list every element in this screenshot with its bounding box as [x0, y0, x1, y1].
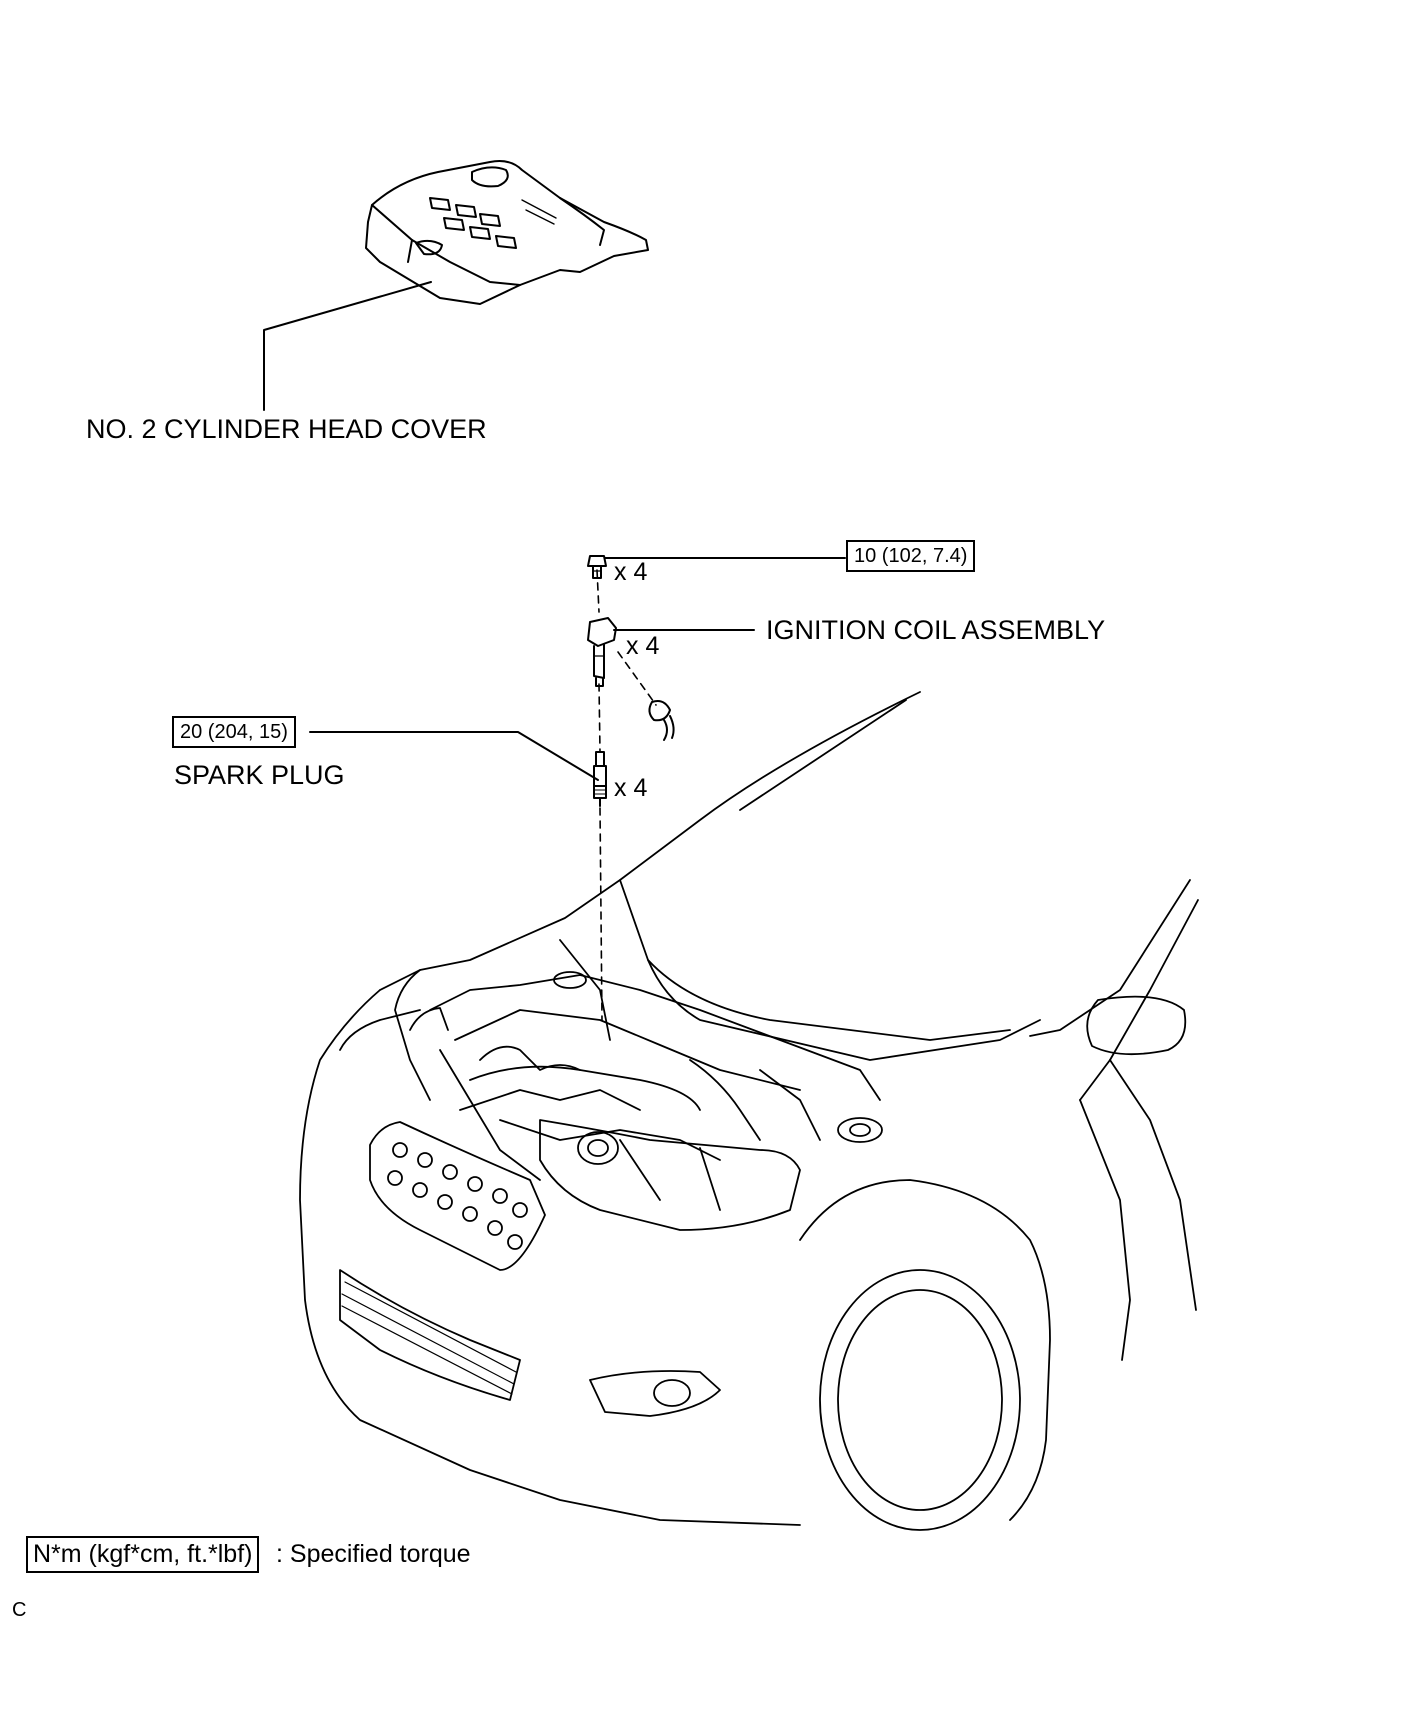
cylinder-head-cover-label: NO. 2 CYLINDER HEAD COVER — [86, 414, 487, 444]
spark-plug-label: SPARK PLUG — [174, 760, 345, 790]
bolt-part — [587, 555, 607, 579]
spark-plug-part — [593, 751, 607, 807]
head-cover-leader-line — [263, 281, 432, 411]
bolt-torque-box: 10 (102, 7.4) — [846, 540, 976, 572]
torque-legend-description: : Specified torque — [276, 1540, 471, 1568]
spark-plug-torque-box: 20 (204, 15) — [172, 716, 296, 748]
cylinder-head-cover-part — [365, 160, 649, 305]
figure-code: C — [12, 1599, 27, 1621]
ignition-coil-part — [587, 617, 617, 687]
ignition-coil-label: IGNITION COIL ASSEMBLY — [766, 615, 1106, 645]
spark-plug-leader-line — [309, 731, 599, 781]
bolt-quantity: x 4 — [614, 558, 648, 586]
ignition-coil-quantity: x 4 — [626, 632, 660, 660]
coil-connector-part — [648, 700, 675, 741]
spark-plug-quantity: x 4 — [614, 774, 648, 802]
vehicle-front-illustration — [299, 691, 1199, 1531]
torque-unit-legend-box: N*m (kgf*cm, ft.*lbf) — [26, 1536, 260, 1573]
